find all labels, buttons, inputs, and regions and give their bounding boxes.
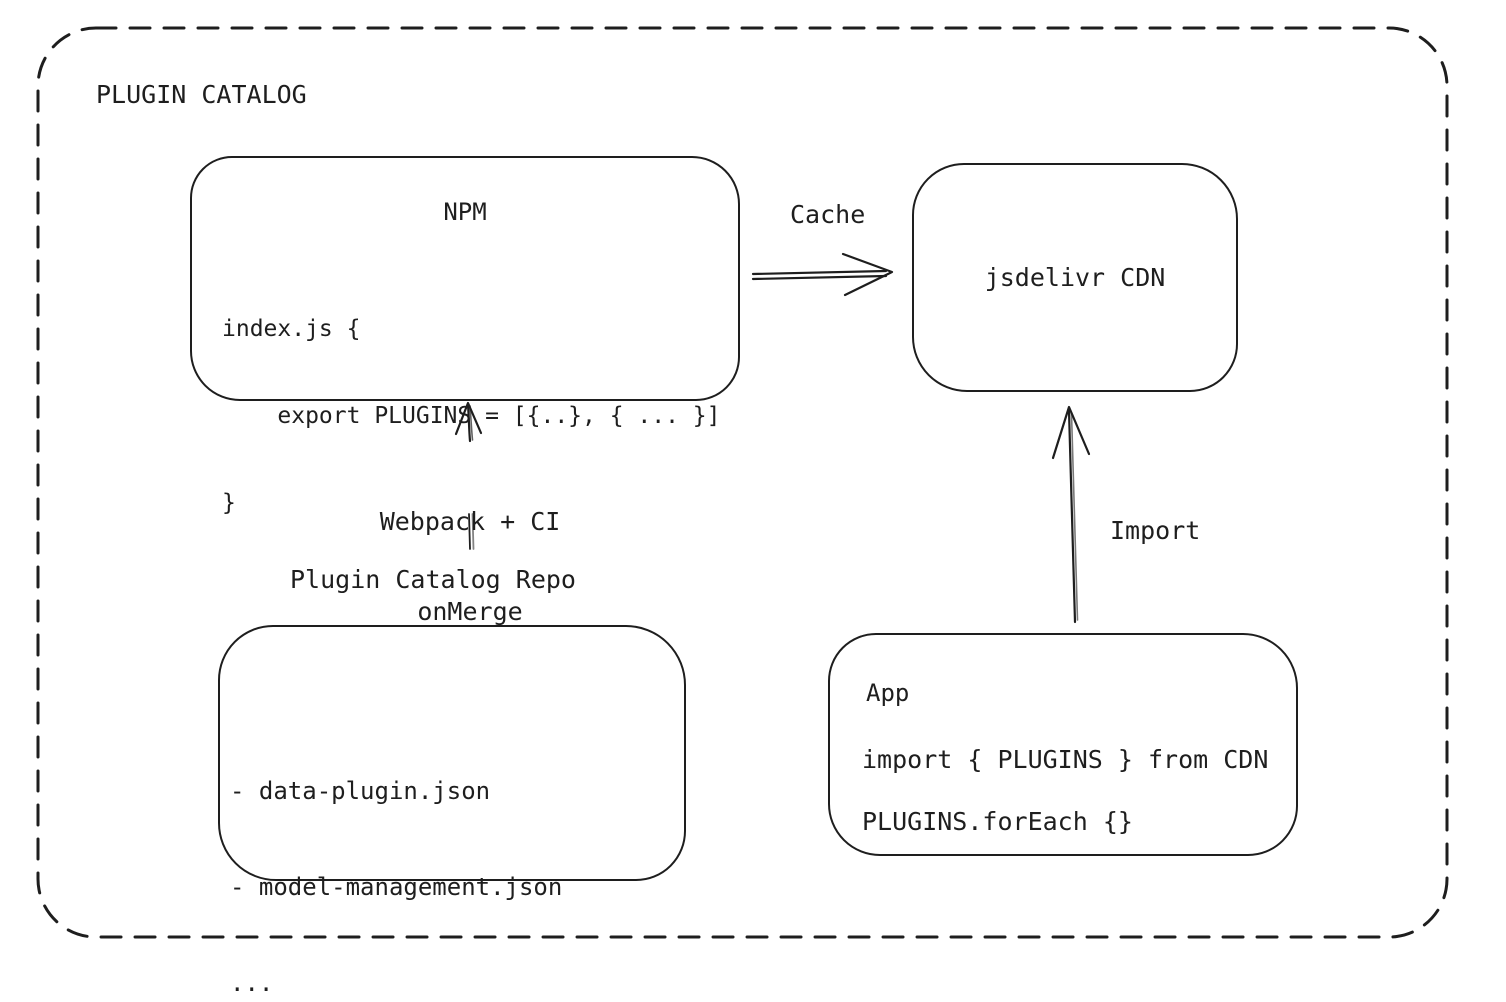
build-edge-label-line: Webpack + CI — [379, 507, 561, 536]
npm-code-line: } — [222, 490, 236, 516]
repo-file-item: ... — [230, 969, 274, 997]
app-code-line: PLUGINS.forEach {} — [862, 807, 1133, 836]
repo-node-heading: Plugin Catalog Repo — [290, 565, 576, 594]
npm-node-title: NPM — [443, 198, 487, 226]
cache-arrow-shaft-2 — [751, 274, 888, 281]
import-arrow-shaft-2 — [1070, 412, 1079, 621]
cdn-node-title: jsdelivr CDN — [984, 263, 1166, 292]
npm-code-line: export PLUGINS = [{..}, { ... }] — [222, 403, 721, 429]
npm-code-block: index.js { export PLUGINS = [{..}, { ...… — [222, 257, 721, 576]
node-npm: NPM index.js { export PLUGINS = [{..}, {… — [190, 156, 740, 516]
repo-file-item: - data-plugin.json — [230, 777, 491, 805]
cache-arrow-shaft — [751, 269, 888, 276]
repo-file-item: - model-management.json — [230, 873, 563, 901]
catalog-title: PLUGIN CATALOG — [96, 80, 307, 109]
node-plugin-catalog-repo: - data-plugin.json - model-management.js… — [218, 625, 686, 997]
app-code-line: import { PLUGINS } from CDN — [862, 745, 1269, 774]
node-jsdelivr-cdn: jsdelivr CDN — [912, 163, 1238, 392]
cache-edge-label: Cache — [790, 200, 866, 229]
node-app: App import { PLUGINS } from CDN PLUGINS.… — [828, 633, 1298, 856]
import-arrowhead — [1051, 405, 1091, 460]
import-arrow-shaft — [1067, 409, 1077, 624]
build-edge-label: Webpack + CI onMerge — [330, 447, 610, 687]
import-edge-label: Import — [1110, 516, 1201, 545]
app-node-title: App — [866, 679, 910, 707]
npm-code-line: index.js { — [222, 316, 361, 342]
repo-file-list: - data-plugin.json - model-management.js… — [230, 711, 562, 1002]
build-edge-label-line: onMerge — [417, 597, 523, 626]
cache-arrow — [751, 252, 894, 297]
import-arrow — [1051, 405, 1091, 624]
cache-arrowhead — [841, 252, 894, 297]
